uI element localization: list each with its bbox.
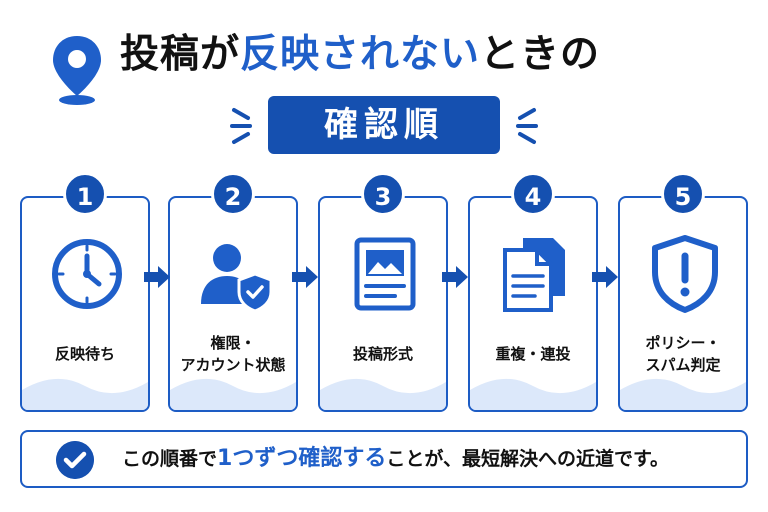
emphasis-lines-left-icon [230, 108, 252, 144]
card-wave-decoration [22, 378, 148, 410]
arrow-right-icon [442, 266, 468, 288]
clock-icon [52, 239, 122, 309]
step-card-4: 重複・連投 [468, 196, 598, 412]
step-label: ポリシー・ スパム判定 [645, 334, 721, 374]
step-card-1: 反映待ち [20, 196, 150, 412]
step-label: 反映待ち [54, 345, 115, 363]
step-number-2: 2 [211, 172, 255, 216]
step-number-5: 5 [661, 172, 705, 216]
summary-banner: この順番で1つずつ確認することが、最短解決への近道です。 [20, 430, 748, 488]
card-wave-decoration [320, 378, 446, 410]
arrow-right-icon [592, 266, 618, 288]
card-wave-decoration [620, 378, 746, 410]
step-label: 権限・ アカウント状態 [180, 334, 286, 374]
card-wave-decoration [470, 378, 596, 410]
title-part-2: ときの [480, 32, 601, 77]
page-title: 投稿が反映されないときの [120, 30, 600, 80]
step-number-4: 4 [511, 172, 555, 216]
step-label: 重複・連投 [495, 345, 571, 363]
summary-text: この順番で1つずつ確認することが、最短解決への近道です。 [122, 446, 670, 471]
location-pin-icon [53, 36, 101, 105]
check-circle-icon [56, 441, 94, 479]
title-highlight: 反映されない [240, 32, 481, 77]
title-part-1: 投稿が [120, 32, 241, 77]
duplicate-documents-icon [503, 238, 565, 312]
card-wave-decoration [170, 378, 296, 410]
subtitle-badge: 確認順 [268, 96, 500, 154]
step-card-2: 権限・ アカウント状態 [168, 196, 298, 412]
arrow-right-icon [144, 266, 170, 288]
step-card-5: ポリシー・ スパム判定 [618, 196, 748, 412]
user-shield-icon [201, 244, 273, 313]
step-number-3: 3 [361, 172, 405, 216]
step-label: 投稿形式 [352, 345, 413, 363]
warning-shield-icon [652, 235, 718, 313]
step-card-3: 投稿形式 [318, 196, 448, 412]
arrow-right-icon [292, 266, 318, 288]
summary-highlight: 1つずつ確認する [217, 446, 387, 471]
emphasis-lines-right-icon [516, 108, 538, 144]
document-image-icon [354, 237, 416, 311]
step-number-1: 1 [63, 172, 107, 216]
